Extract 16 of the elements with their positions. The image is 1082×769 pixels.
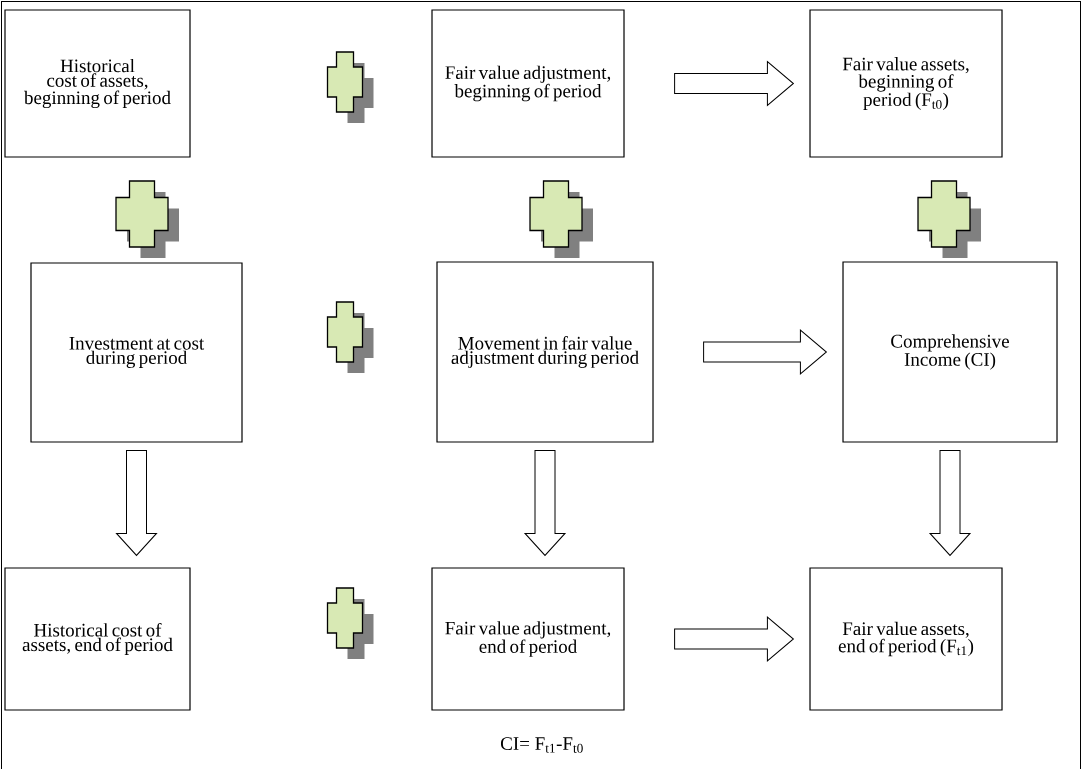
text-box: Movement in fair value adjustment during period — [436, 261, 654, 443]
text-box: Historical cost of assets, beginning of period — [4, 9, 191, 158]
text-box: Historical cost of assets, end of period — [4, 567, 191, 711]
text-box: Fair value adjustment, beginning of period — [431, 9, 625, 158]
block-arrow — [524, 450, 566, 556]
text-box: Fair value adjustment, end of period — [431, 567, 625, 711]
text-box: Comprehensive Income (CI) — [842, 261, 1058, 443]
text-box: Fair value assets, beginning of period (F$_{t0}$) — [809, 9, 1003, 158]
text-box: Fair value assets, end of period (F$_{t1}$) — [809, 567, 1003, 711]
text-box: Investment at cost during period — [30, 262, 243, 443]
block-arrow — [929, 450, 971, 556]
caption: CI= F$_{t1}$-F$_{t0}$ — [501, 737, 583, 753]
block-arrow — [674, 616, 794, 662]
block-arrow — [703, 329, 827, 375]
block-arrow — [116, 450, 157, 556]
block-arrow — [674, 61, 794, 106]
